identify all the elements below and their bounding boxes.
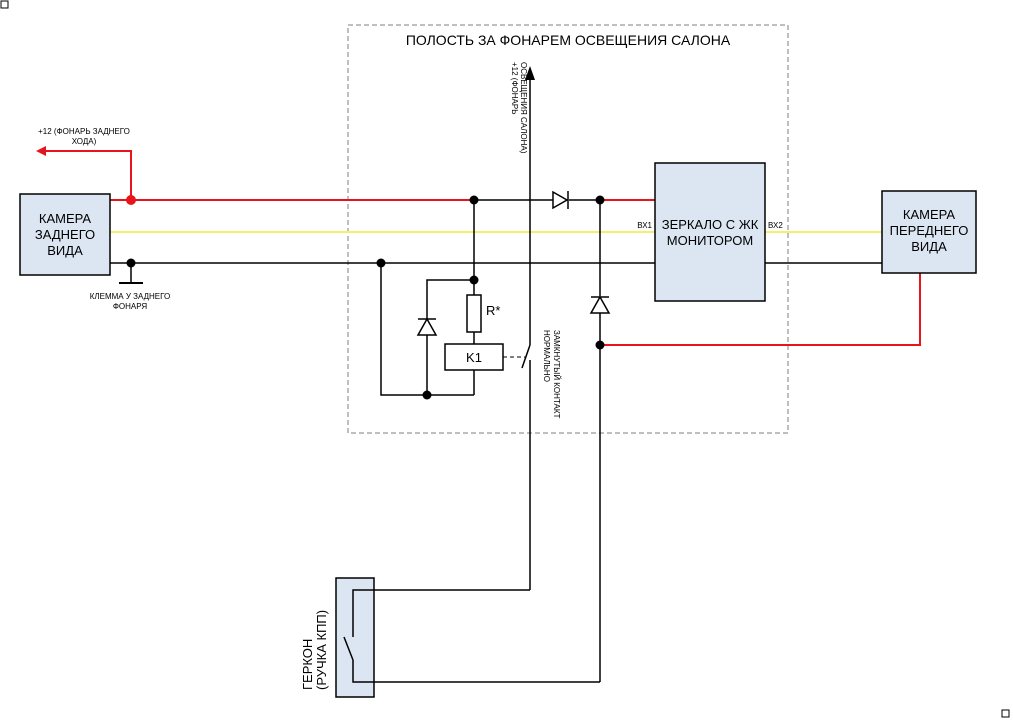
mirror-input-2: ВХ2 bbox=[768, 221, 783, 230]
junction-dot-front-power bbox=[595, 340, 605, 350]
front-camera-label-1: КАМЕРА bbox=[903, 207, 956, 222]
cavity-area-border bbox=[347, 24, 789, 434]
junction-dot-loop-bottom bbox=[422, 390, 432, 400]
rear-camera-label-1: КАМЕРА bbox=[39, 211, 92, 226]
wire-ground-loop bbox=[380, 263, 474, 396]
reed-wire-top bbox=[352, 589, 530, 637]
corner-marker-bottom-right bbox=[1001, 709, 1010, 718]
front-camera-label-2: ПЕРЕДНЕГО bbox=[890, 223, 969, 238]
relay-k1 bbox=[444, 343, 504, 371]
interior-light-arrow bbox=[525, 66, 535, 80]
cavity-area-title: ПОЛОСТЬ ЗА ФОНАРЕМ ОСВЕЩЕНИЯ САЛОНА bbox=[406, 32, 731, 48]
rear-camera-box bbox=[19, 193, 111, 276]
interior-light-label-1: +12 (ФОНАРЬ bbox=[510, 62, 519, 114]
contact-label-2: ЗАМКНУТЫЙ КОНТАКТ bbox=[552, 330, 561, 418]
rear-camera-label-3: ВИДА bbox=[47, 243, 83, 258]
contact-label-1: НОРМАЛЬНО bbox=[542, 330, 551, 382]
interior-light-label-2: ОСВЕЩЕНИЯ САЛОНА) bbox=[519, 62, 528, 154]
reed-switch-box bbox=[335, 577, 375, 698]
reverse-light-label-1: +12 (ФОНАРЬ ЗАДНЕГО bbox=[38, 127, 130, 136]
rear-camera-label-2: ЗАДНЕГО bbox=[35, 227, 95, 242]
junction-dot-reverse-light bbox=[126, 195, 136, 205]
reed-wire-bottom bbox=[352, 660, 600, 683]
reverse-light-arrow bbox=[36, 146, 46, 156]
reverse-light-label-2: ХОДА) bbox=[72, 137, 97, 146]
mirror-input-1: ВХ1 bbox=[637, 221, 652, 230]
reed-switch-label-1: ГЕРКОН bbox=[300, 639, 315, 690]
junction-dot-relay-top bbox=[469, 275, 479, 285]
front-camera-box bbox=[881, 190, 977, 274]
relay-k1-label: K1 bbox=[466, 350, 482, 365]
corner-marker-top-left bbox=[0, 0, 9, 9]
resistor-label: R* bbox=[486, 303, 500, 318]
series-diode bbox=[552, 190, 569, 210]
reverse-light-wire bbox=[44, 150, 132, 200]
junction-dot-diode-node bbox=[595, 195, 605, 205]
reed-switch-blade bbox=[343, 636, 354, 661]
ground-terminal-label-1: КЛЕММА У ЗАДНЕГО bbox=[90, 292, 171, 301]
protection-diode bbox=[416, 317, 438, 336]
ground-terminal-label-2: ФОНАРЯ bbox=[113, 302, 148, 311]
junction-dot-power bbox=[469, 195, 479, 205]
resistor bbox=[466, 294, 482, 333]
front-camera-power-wire bbox=[600, 273, 921, 346]
junction-dot-ground-loop bbox=[376, 258, 386, 268]
reed-switch-label-2: (РУЧКА КПП) bbox=[314, 610, 329, 690]
mirror-label-2: МОНИТОРОМ bbox=[667, 233, 753, 248]
mirror-label-1: ЗЕРКАЛО С ЖК bbox=[662, 217, 759, 232]
wire-protection-diode-branch bbox=[426, 279, 474, 395]
front-camera-label-3: ВИДА bbox=[911, 239, 947, 254]
mirror-monitor-box bbox=[654, 162, 766, 302]
diode2 bbox=[589, 295, 611, 314]
junction-dot-ground-terminal bbox=[126, 258, 136, 268]
